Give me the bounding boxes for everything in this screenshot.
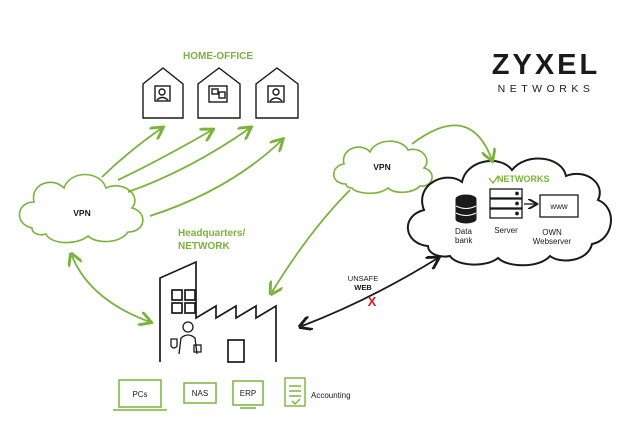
unsafe-web-arrow <box>302 258 438 326</box>
server-label: Server <box>494 226 518 235</box>
headquarters-label-line2: NETWORK <box>178 241 230 252</box>
home-office-house-3 <box>255 67 299 119</box>
vpn-cloud-top <box>332 140 433 195</box>
check-icon <box>488 175 499 185</box>
vpn-cloud-left <box>18 173 144 244</box>
own-label-line1: OWN <box>542 228 562 237</box>
unsafe-label-line2: WEB <box>354 283 372 292</box>
erp-label: ERP <box>240 389 256 398</box>
unsafe-label-line1: UNSAFE <box>348 274 378 283</box>
databank-label-line1: Data <box>455 227 472 236</box>
arrow-vpn-top-to-networks <box>411 124 492 160</box>
unsafe-x-mark: X <box>368 294 377 309</box>
pcs-icon <box>113 379 167 411</box>
headquarters-label-line1: Headquarters/ <box>178 228 245 239</box>
own-label-line2: Webserver <box>533 237 572 246</box>
pcs-label: PCs <box>132 390 147 399</box>
vpn-arrows <box>72 124 492 322</box>
arrow-vpn-to-hq <box>72 256 150 322</box>
zyxel-logo: ZYXEL NETWORKS <box>492 49 600 95</box>
accounting-label: Accounting <box>311 391 351 400</box>
accounting-icon <box>284 377 306 407</box>
vpn-left-label: VPN <box>73 208 90 218</box>
arrow-vpn-to-house3 <box>127 128 250 193</box>
databank-icon <box>455 194 477 224</box>
erp-icon <box>232 380 264 409</box>
home-office-house-1 <box>142 67 184 119</box>
arrow-hq-to-vpn-top <box>272 189 351 292</box>
arrow-vpn-to-house2 <box>117 130 212 181</box>
networks-title: NETWORKS <box>497 174 550 184</box>
nas-label: NAS <box>192 389 208 398</box>
vpn-top-label: VPN <box>373 162 390 172</box>
home-office-title: HOME-OFFICE <box>183 51 253 62</box>
person-icon <box>170 321 202 355</box>
www-box <box>539 194 579 218</box>
brand-name: ZYXEL <box>492 49 600 81</box>
headquarters-building <box>159 260 277 363</box>
www-label: www <box>549 202 568 211</box>
brand-tagline: NETWORKS <box>498 83 595 95</box>
arrow-vpn-to-house3b <box>149 140 282 217</box>
nas-icon <box>183 382 217 404</box>
arrow-vpn-to-house1 <box>101 128 162 178</box>
databank-label-line2: bank <box>455 236 473 245</box>
home-office-house-2 <box>197 67 241 119</box>
server-icon <box>489 188 523 219</box>
